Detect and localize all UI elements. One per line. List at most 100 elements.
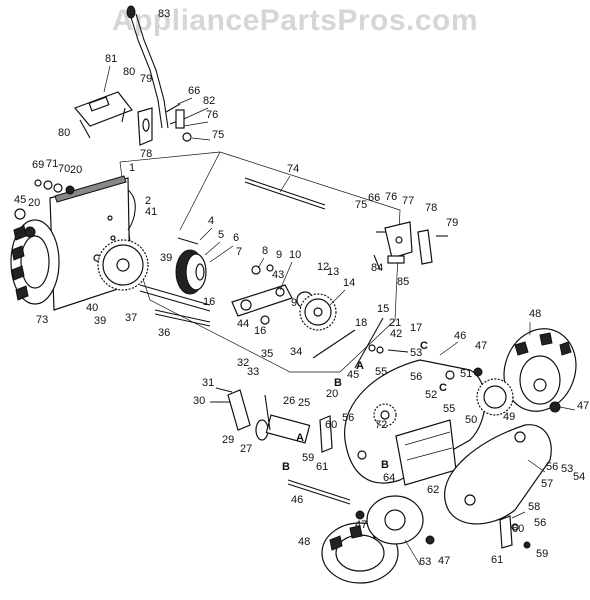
callout-label: 15 <box>377 303 389 315</box>
callout-label: 27 <box>240 443 252 455</box>
callout-label: 42 <box>390 328 402 340</box>
callout-label: 58 <box>528 501 540 513</box>
callout-label: 16 <box>254 325 266 337</box>
right-drive-case <box>444 424 552 525</box>
callout-label: 66 <box>188 85 200 97</box>
left-drive-case <box>344 359 486 484</box>
large-sprocket <box>97 239 149 291</box>
callout-label: 76 <box>385 191 397 203</box>
lever-bracket <box>137 103 192 146</box>
callout-label: 75 <box>355 199 367 211</box>
callout-label: 72 <box>375 419 387 431</box>
callout-label: 61 <box>316 461 328 473</box>
shift-lever <box>126 5 169 129</box>
callout-label: 74 <box>287 163 299 175</box>
callout-label: 20 <box>326 388 338 400</box>
leader-lines <box>103 65 576 566</box>
callout-label: C <box>420 340 428 352</box>
callout-label: 47 <box>355 519 367 531</box>
callout-label: 34 <box>290 346 302 358</box>
callout-label: 16 <box>203 296 215 308</box>
small-sprocket <box>373 403 397 427</box>
callout-label: 40 <box>86 302 98 314</box>
callout-label: 2 <box>145 195 151 207</box>
callout-label: 49 <box>503 411 515 423</box>
callout-label: 46 <box>291 494 303 506</box>
callout-label: 54 <box>573 471 585 483</box>
callout-label: 63 <box>419 556 431 568</box>
callout-label: 14 <box>343 277 355 289</box>
callout-label: 26 <box>283 395 295 407</box>
callout-label: 64 <box>383 472 395 484</box>
callout-label: 53 <box>410 347 422 359</box>
callout-label: 82 <box>203 95 215 107</box>
callout-label: 30 <box>193 395 205 407</box>
callout-label: 6 <box>233 232 239 244</box>
callout-label: 57 <box>541 478 553 490</box>
callout-label: 66 <box>368 192 380 204</box>
callout-label: 51 <box>460 368 472 380</box>
callout-label: 10 <box>289 249 301 261</box>
callout-label: 44 <box>237 318 249 330</box>
callout-label: 70 <box>58 163 70 175</box>
callout-label: 53 <box>561 463 573 475</box>
callout-label: 45 <box>14 194 26 206</box>
watermark-text: AppliancePartsPros.com <box>111 4 479 37</box>
callout-label: 75 <box>212 129 224 141</box>
callout-label: B <box>334 377 342 389</box>
callout-label: 18 <box>355 317 367 329</box>
lower-axle <box>287 479 351 505</box>
callout-label: 55 <box>375 366 387 378</box>
callout-label: 47 <box>577 400 589 412</box>
callout-label: 59 <box>302 452 314 464</box>
callout-label: 7 <box>236 246 242 258</box>
callout-label: 47 <box>438 555 450 567</box>
center-rod <box>312 317 409 369</box>
callout-label: 56 <box>410 371 422 383</box>
callout-label: 73 <box>36 314 48 326</box>
callout-label: 39 <box>94 315 106 327</box>
callout-label: 79 <box>140 73 152 85</box>
callout-label: 1 <box>129 162 135 174</box>
callout-label: B <box>282 461 290 473</box>
right-tire <box>503 328 577 413</box>
callout-label: 20 <box>70 164 82 176</box>
callout-label: 35 <box>261 348 273 360</box>
callout-label: 4 <box>208 215 214 227</box>
callout-label: 37 <box>125 312 137 324</box>
callout-label: 39 <box>160 252 172 264</box>
lower-linkage <box>210 387 311 444</box>
callout-label: 46 <box>454 330 466 342</box>
callout-label: 5 <box>218 229 224 241</box>
callout-label: 56 <box>342 412 354 424</box>
callout-label: 13 <box>327 266 339 278</box>
callout-label: 43 <box>272 269 284 281</box>
callout-label: 52 <box>425 389 437 401</box>
callout-label: 48 <box>529 308 541 320</box>
callout-label: A <box>356 360 364 372</box>
callout-label: 62 <box>427 484 439 496</box>
callout-label: 78 <box>425 202 437 214</box>
callout-label: 83 <box>158 8 170 20</box>
callout-label: 60 <box>325 419 337 431</box>
drive-pulley <box>175 237 207 295</box>
callout-label: 50 <box>465 414 477 426</box>
callout-label: 85 <box>397 276 409 288</box>
wheel-hub <box>355 495 435 545</box>
callout-label: 61 <box>491 554 503 566</box>
callout-label: 21 <box>389 317 401 329</box>
callout-label: 79 <box>446 217 458 229</box>
callout-label: 80 <box>58 127 70 139</box>
upper-right-bracket <box>373 221 448 271</box>
callout-label: 12 <box>317 261 329 273</box>
callout-label: 77 <box>402 195 414 207</box>
callout-label: 25 <box>298 397 310 409</box>
callout-label: B <box>381 459 389 471</box>
lower-clip <box>319 415 531 549</box>
callout-label: 36 <box>158 327 170 339</box>
left-tire <box>10 208 60 305</box>
callout-label: 55 <box>443 403 455 415</box>
callout-label: 17 <box>410 322 422 334</box>
